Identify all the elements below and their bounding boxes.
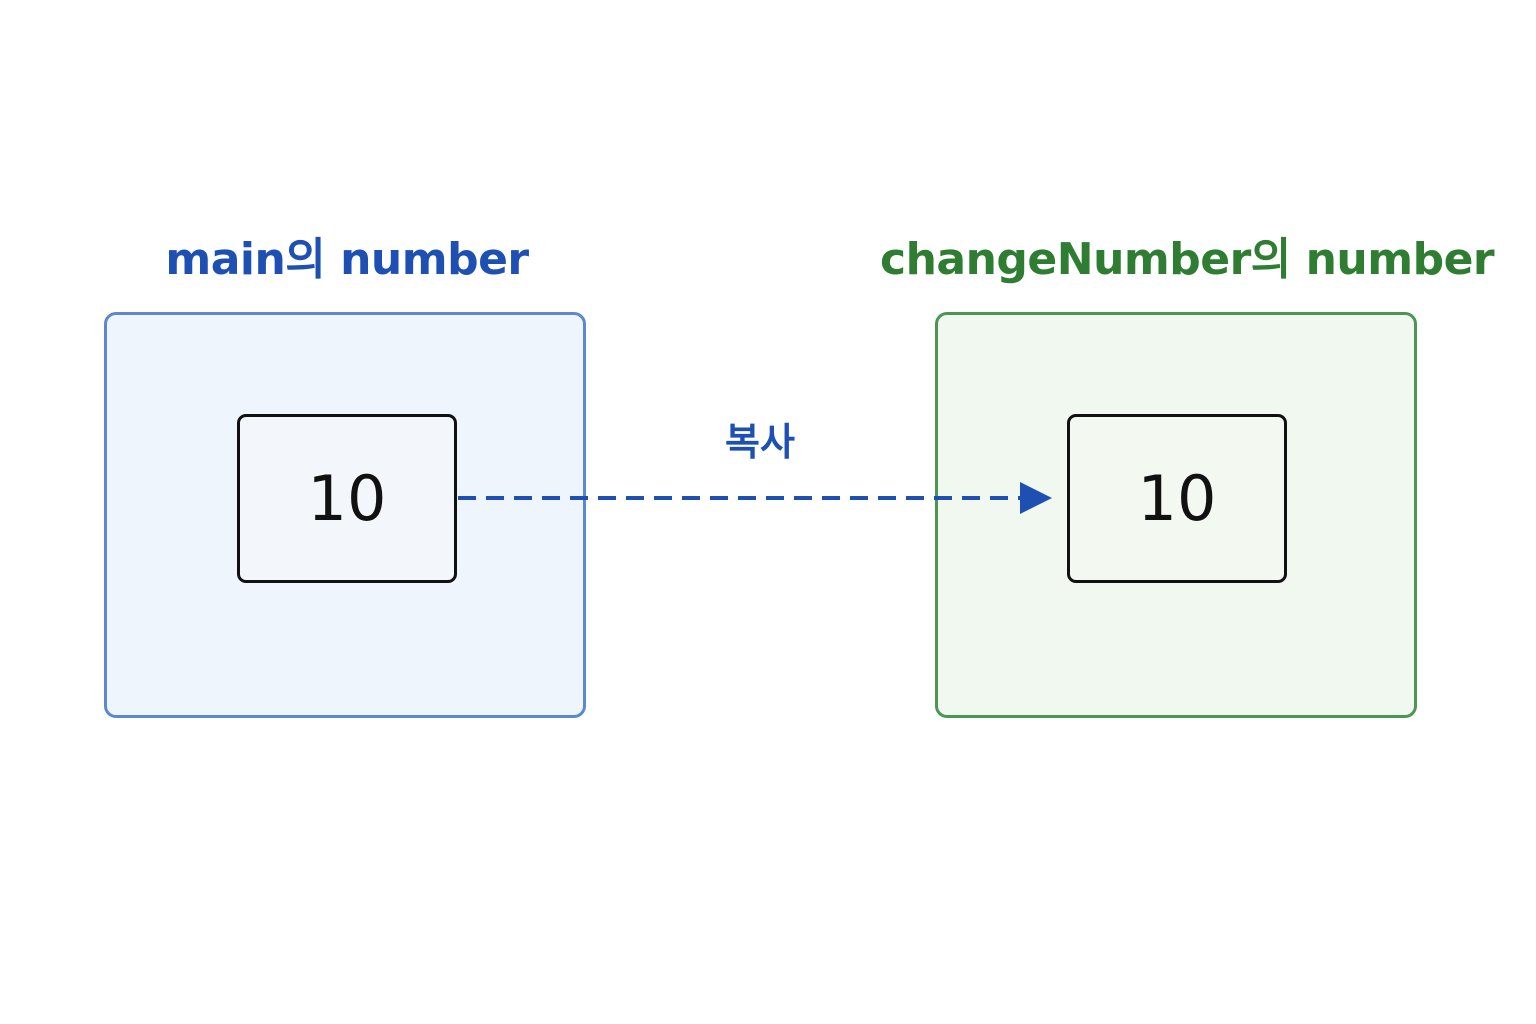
change-number-value-box: 10: [1067, 414, 1287, 583]
change-number-scope-title: changeNumber의 number: [880, 234, 1495, 285]
main-number-value-box: 10: [237, 414, 457, 583]
main-number-value: 10: [307, 462, 387, 535]
change-number-value: 10: [1137, 462, 1217, 535]
copy-label: 복사: [725, 420, 795, 464]
main-scope-title: main의 number: [165, 234, 529, 285]
